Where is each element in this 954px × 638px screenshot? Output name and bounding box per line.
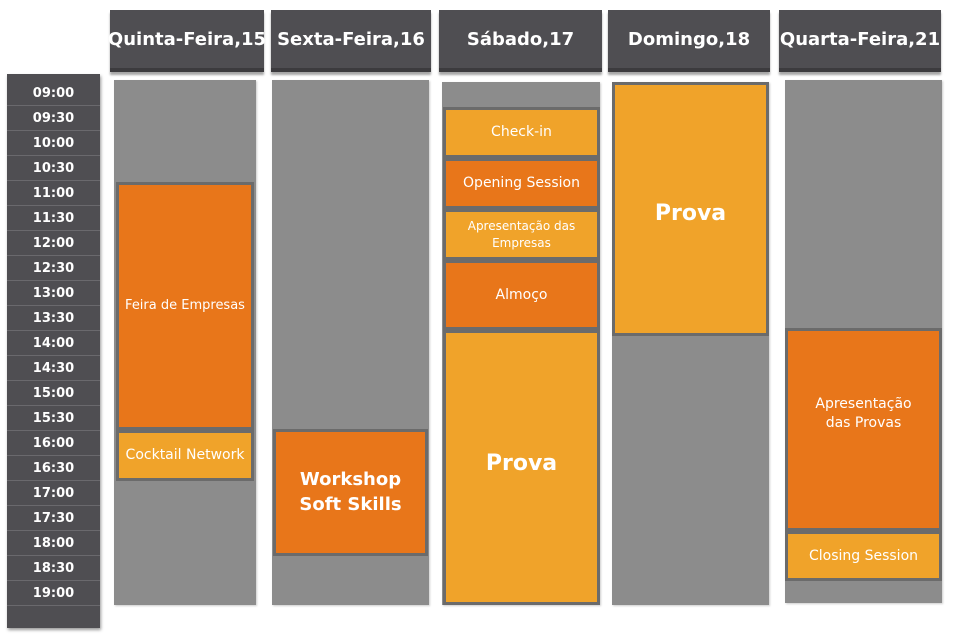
time-label: 14:00 bbox=[7, 331, 100, 356]
time-label: 17:30 bbox=[7, 506, 100, 531]
time-label: 10:00 bbox=[7, 131, 100, 156]
event-prova-domingo[interactable]: Prova bbox=[612, 82, 769, 336]
event-check-in[interactable]: Check-in bbox=[443, 107, 600, 158]
day-header-sexta: Sexta-Feira,16 bbox=[271, 10, 431, 72]
time-label: 18:00 bbox=[7, 531, 100, 556]
event-feira-de-empresas[interactable]: Feira de Empresas bbox=[116, 182, 254, 430]
event-apresentacao-provas-line2: das Provas bbox=[825, 414, 902, 431]
time-label: 18:30 bbox=[7, 556, 100, 581]
time-column: 09:00 09:30 10:00 10:30 11:00 11:30 12:0… bbox=[7, 74, 100, 628]
event-cocktail-network[interactable]: Cocktail Network bbox=[116, 430, 254, 481]
time-label: 16:00 bbox=[7, 431, 100, 456]
event-opening-session[interactable]: Opening Session bbox=[443, 158, 600, 209]
time-label: 16:30 bbox=[7, 456, 100, 481]
time-label: 12:00 bbox=[7, 231, 100, 256]
event-apresentacao-provas-line1: Apresentação bbox=[815, 396, 912, 412]
time-label: 11:30 bbox=[7, 206, 100, 231]
time-label: 12:30 bbox=[7, 256, 100, 281]
event-closing-session[interactable]: Closing Session bbox=[785, 531, 942, 581]
time-label: 09:00 bbox=[7, 81, 100, 106]
day-header-domingo: Domingo,18 bbox=[608, 10, 770, 72]
time-label: 09:30 bbox=[7, 106, 100, 131]
time-label: 19:00 bbox=[7, 581, 100, 606]
event-apresentacao-das-empresas[interactable]: Apresentação das Empresas bbox=[443, 209, 600, 260]
event-apresentacao-empresas-line1: Apresentação das bbox=[467, 219, 576, 234]
time-label: 15:00 bbox=[7, 381, 100, 406]
day-header-quinta: Quinta-Feira,15 bbox=[108, 10, 266, 72]
day-header-sabado: Sábado,17 bbox=[439, 10, 602, 72]
event-workshop-soft-skills[interactable]: Workshop Soft Skills bbox=[273, 429, 428, 556]
time-label: 11:00 bbox=[7, 181, 100, 206]
time-label: 13:30 bbox=[7, 306, 100, 331]
time-label: 13:00 bbox=[7, 281, 100, 306]
event-apresentacao-empresas-line2: Empresas bbox=[492, 235, 551, 250]
event-almoco[interactable]: Almoço bbox=[443, 260, 600, 330]
time-label: 10:30 bbox=[7, 156, 100, 181]
event-prova-sabado[interactable]: Prova bbox=[443, 330, 600, 605]
time-label: 17:00 bbox=[7, 481, 100, 506]
event-workshop-line2: Soft Skills bbox=[299, 493, 402, 515]
time-label: 14:30 bbox=[7, 356, 100, 381]
time-label: 15:30 bbox=[7, 406, 100, 431]
event-workshop-line1: Workshop bbox=[299, 469, 402, 491]
event-apresentacao-das-provas[interactable]: Apresentação das Provas bbox=[785, 328, 942, 531]
day-header-quarta: Quarta-Feira,21 bbox=[779, 10, 941, 72]
